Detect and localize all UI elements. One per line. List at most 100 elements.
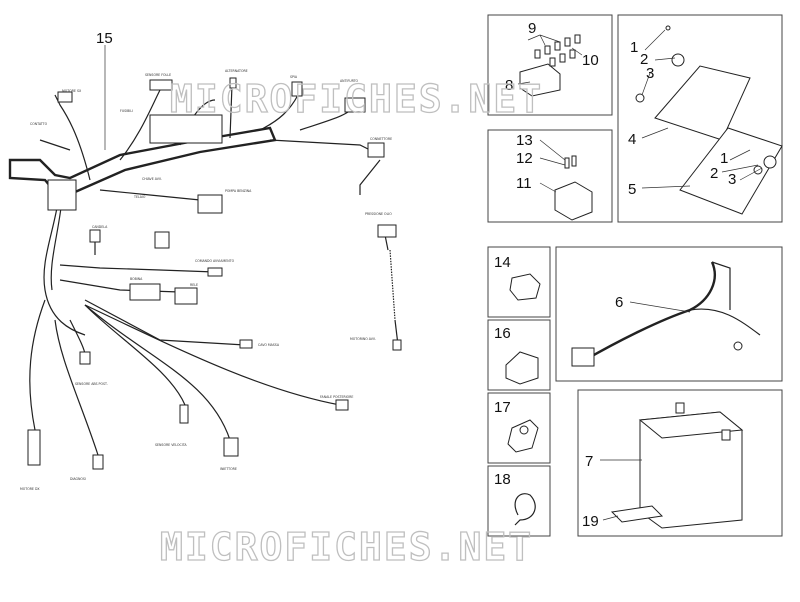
panel-part-18: 18 [487,465,551,537]
callout-11: 11 [516,175,532,192]
callout-9: 9 [528,20,536,37]
fuse-holder-body [519,63,561,97]
callout-13: 13 [516,132,533,149]
switch-block-left [47,179,77,211]
callout-5: 5 [628,181,636,198]
relay-block [149,114,223,144]
callout-2: 2 [640,51,648,68]
harness-label: TELAIO [133,195,146,199]
connector-comando [207,267,223,277]
main-wiring-harness: MOTORE SX MOTORE DX SENSORE FOLLE ALTERN… [8,30,402,491]
harness-label: FUSIBILI [120,109,133,113]
panel-part-14: 14 [487,246,551,318]
harness-label: FANALE POSTERIORE [320,395,353,399]
harness-label-group: MOTORE SX MOTORE DX SENSORE FOLLE ALTERN… [20,69,392,491]
harness-label: DIAGNOSI [70,477,86,481]
harness-label: INIETTORE [220,467,237,471]
harness-label: BOBINA [130,277,143,281]
harness-label: SPIA [290,75,298,79]
battery-cable [584,261,716,362]
rubber-bushing [507,419,539,453]
harness-label: SENSORE ABS POST. [75,382,108,386]
callout-19: 19 [582,513,599,530]
starter-lead-clip [377,224,397,238]
callout-16: 16 [494,325,511,342]
battery-terminal [721,429,731,441]
harness-label: CAVO MASSA [258,343,280,347]
harness-label: CANDELA [92,225,108,229]
callout-15: 15 [96,30,113,47]
panel-battery: 7 19 [577,389,783,537]
callout-3: 3 [646,65,654,82]
battery-strip [610,505,664,523]
connector-injector [179,404,189,424]
coil-connector [154,231,170,249]
harness-label: SENSORE VELOCITA [155,443,187,447]
callout-12: 12 [516,150,533,167]
ignition-coil [129,283,161,301]
screw [665,25,671,31]
connector-rear [92,454,104,470]
watermark-bottom: MICROFICHES.NET [160,525,533,569]
washer [635,93,645,103]
callout-7: 7 [585,453,593,470]
connector-bobina [223,437,239,457]
harness-label: CONNETTORE [370,137,392,141]
harness-label: CONTATTO [30,122,48,126]
battery-terminal [675,402,685,414]
callout-17: 17 [494,399,511,416]
relay [554,181,593,221]
control-unit-base [679,127,783,215]
cable-plug [571,347,595,367]
pump-relay [344,97,366,113]
harness-label: MOTORINO AVV. [350,337,376,341]
harness-label: POMPA BENZINA [225,189,252,193]
battery-top [638,411,744,439]
fuse-connector [291,81,303,97]
harness-label: COMANDO AVVIAMENTO [195,259,235,263]
bushing-hole [519,425,529,435]
panel-part-17: 17 [487,392,551,464]
callout-3: 3 [728,171,736,188]
harness-label: CHIAVE AVV. [142,177,162,181]
panel-relay: 13 12 11 [487,129,613,223]
ring-terminal [733,341,743,351]
harness-label: MOTORE SX [62,89,82,93]
starter-terminal [392,339,402,351]
callout-10: 10 [582,52,599,69]
connector-motor-dx [27,429,41,466]
sensor-folle [149,79,173,91]
panel-part-16: 16 [487,319,551,391]
harness-label: ANTIFURTO [340,79,359,83]
callout-18: 18 [494,471,511,488]
grommet [671,53,685,67]
ground-terminal [239,339,253,349]
fuse-set [534,34,581,67]
callout-1: 1 [720,150,728,167]
callout-1: 1 [630,39,638,56]
harness-label: PRESSIONE OLIO [365,212,392,216]
harness-label: MOTORE DX [20,487,40,491]
grommet [763,155,777,169]
tail-light-connector [335,399,349,411]
connector-right [367,142,385,158]
clip [509,273,541,301]
harness-label: SENSORE FOLLE [145,73,171,77]
callout-2: 2 [710,165,718,182]
panel-fuse-holder: 9 10 8 [487,14,613,116]
control-unit-cover [654,65,751,141]
connector-chiave [229,77,237,89]
harness-label: ALTERNATORE [225,69,248,73]
panel-battery-cable: 6 [555,246,783,382]
connector-motor-sx [57,91,73,103]
relay-right [174,287,198,305]
callout-6: 6 [615,294,623,311]
abs-sensor-connector [79,351,91,365]
connector-cap [505,351,539,385]
relay-pin [571,155,577,167]
watermark-top: MICROFICHES.NET [170,77,543,121]
relay-pin [564,157,570,169]
callout-14: 14 [494,254,511,271]
callout-8: 8 [505,77,513,94]
